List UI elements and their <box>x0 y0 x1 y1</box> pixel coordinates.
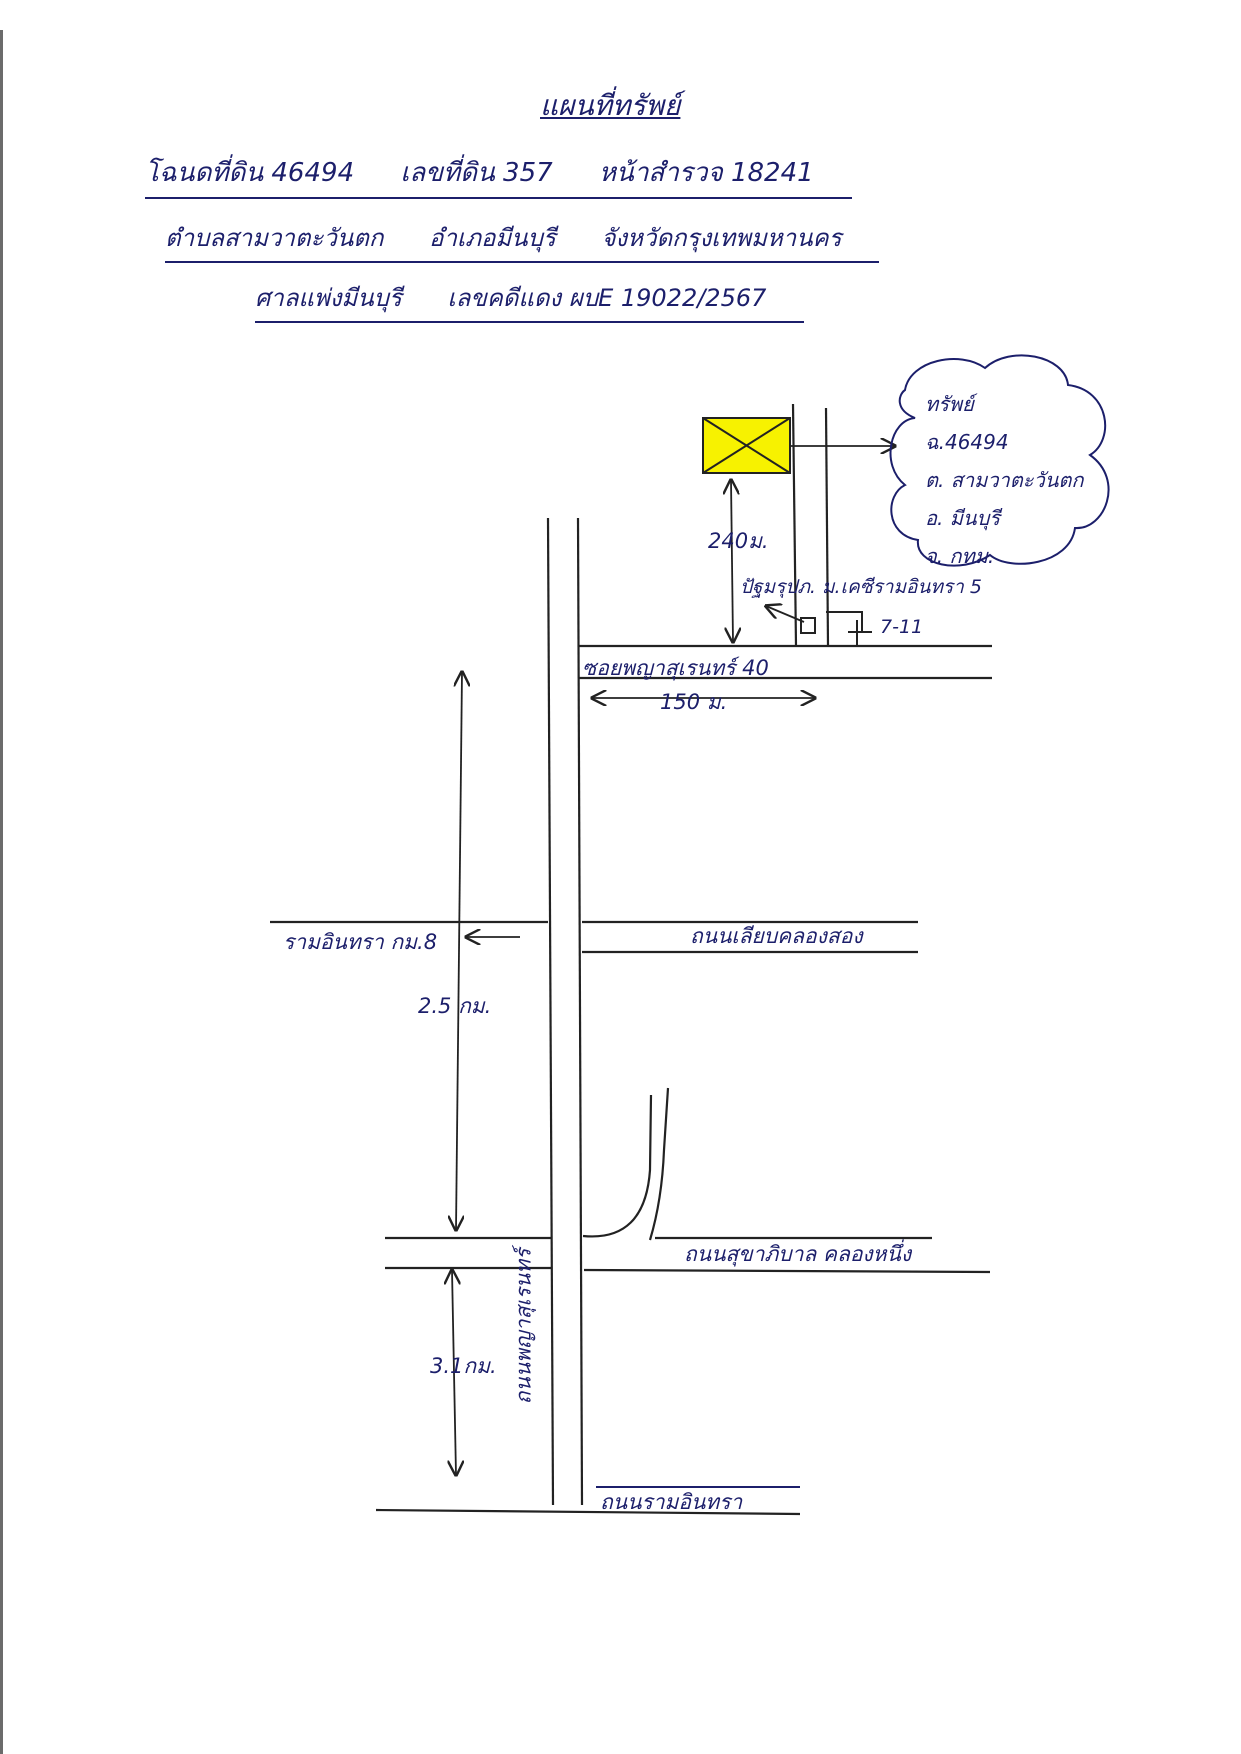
header-line-1: โฉนดที่ดิน 46494 เลขที่ดิน 357 หน้าสำรวจ… <box>145 152 852 199</box>
header-line-2: ตำบลสามวาตะวันตก อำเภอมีนบุรี จังหวัดกรุ… <box>165 218 880 263</box>
label-road-liap: ถนนเลียบคลองสอง <box>690 924 863 948</box>
road-ramintra <box>375 1508 801 1516</box>
subdistrict: ตำบลสามวาตะวันตก <box>165 224 384 252</box>
label-road-phraya: ถนนพญาสุเรนทร์ <box>511 1248 536 1405</box>
road-property-access <box>791 403 830 647</box>
road-sukhapiban <box>385 1236 991 1274</box>
arrow-icon <box>456 672 462 1230</box>
canal <box>582 1087 670 1241</box>
land-number: เลขที่ดิน 357 <box>400 158 553 188</box>
store-icon <box>800 617 816 634</box>
note-line: ต. สามวาตะวันตก <box>925 468 1084 492</box>
note-line: ทรัพย์ <box>925 392 974 416</box>
label-soi-40: ซอยพญาสุเรนทร์ 40 <box>582 656 769 680</box>
label-2-5km: 2.5 กม. <box>418 994 492 1018</box>
label-3-1km: 3.1กม. <box>430 1354 497 1378</box>
property-marker-icon <box>702 417 791 474</box>
title-deed: โฉนดที่ดิน 46494 <box>145 158 355 188</box>
label-150m: 150 ม. <box>660 690 728 714</box>
arrow-icon <box>731 480 733 642</box>
label-village: ปัฐมรุปภ. ม.เคซีรามอินทรา 5 <box>740 576 982 598</box>
survey-page: หน้าสำรวจ 18241 <box>598 158 814 188</box>
note-line: จ. กทม. <box>925 544 995 568</box>
road-liap-khlong-song <box>270 920 918 954</box>
district: อำเภอมีนบุรี <box>429 224 556 252</box>
court: ศาลแพ่งมีนบุรี <box>255 284 402 312</box>
note-line: อ. มีนบุรี <box>925 506 1001 530</box>
arrow-icon <box>452 1270 456 1475</box>
note-line: ฉ.46494 <box>925 430 1009 454</box>
road-phraya-suren <box>546 517 584 1506</box>
label-7-11: 7-11 <box>880 616 924 638</box>
province: จังหวัดกรุงเทพมหานคร <box>601 224 842 252</box>
page-edge <box>0 30 3 1754</box>
map-title: แผนที่ทรัพย์ <box>540 89 681 122</box>
header-line-3: ศาลแพ่งมีนบุรี เลขคดีแดง ผบE 19022/2567 <box>255 278 805 323</box>
property-note-cloud <box>889 354 1110 567</box>
label-240m: 240ม. <box>708 529 769 553</box>
case-number: เลขคดีแดง ผบE 19022/2567 <box>447 284 767 312</box>
label-road-sukhapiban: ถนนสุขาภิบาล คลองหนึ่ง <box>684 1242 912 1266</box>
arrow-icon <box>766 606 805 623</box>
property-note: ทรัพย์ ฉ.46494 ต. สามวาตะวันตก อ. มีนบุร… <box>925 385 1084 575</box>
label-road-ramintra: ถนนรามอินทรา <box>600 1490 743 1514</box>
label-ramintra-km8: รามอินทรา กม.8 <box>283 930 438 954</box>
road-soi-40 <box>578 644 992 680</box>
